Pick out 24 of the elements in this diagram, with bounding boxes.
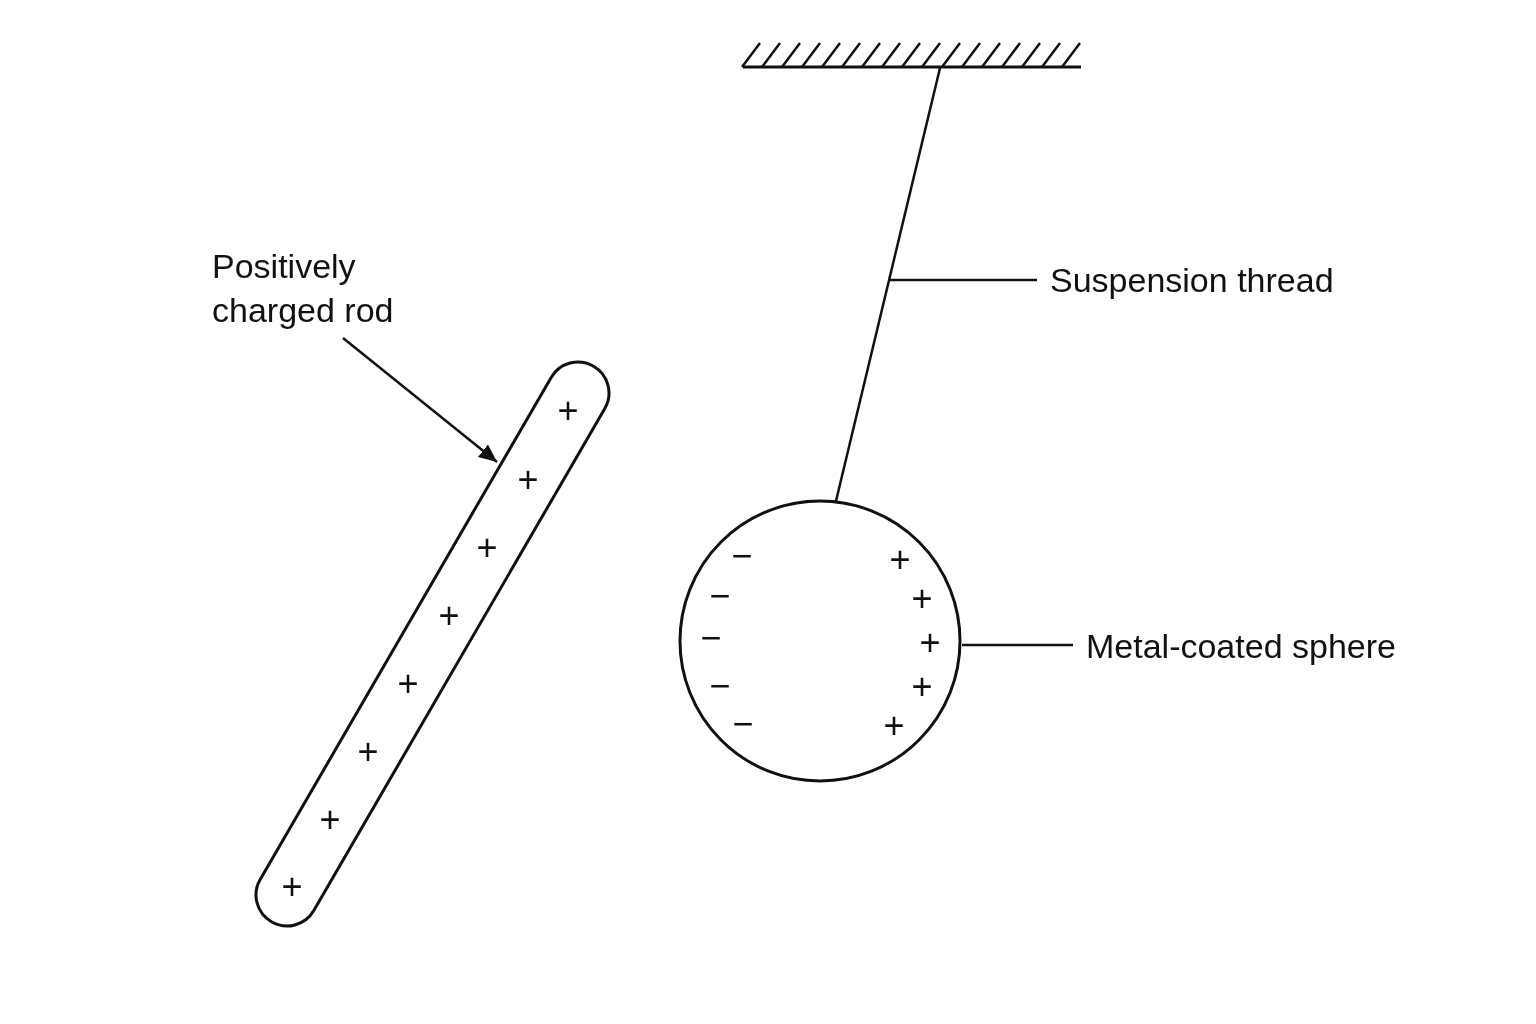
charge-sign: −: [732, 706, 754, 742]
leader-line: [890, 278, 1037, 282]
leader-line: [962, 643, 1073, 647]
charge-sign: −: [709, 668, 731, 704]
charge-sign: −: [709, 578, 731, 614]
charge-sign: +: [919, 625, 941, 661]
charge-sign: +: [357, 734, 379, 770]
label-text: Positively charged rod: [212, 246, 395, 331]
leader-arrow: [342, 337, 498, 463]
charge-sign: +: [397, 666, 419, 702]
charge-sign: +: [911, 581, 933, 617]
charge-sign: −: [700, 620, 722, 656]
charge-sign: +: [911, 669, 933, 705]
charge-sign: +: [517, 462, 539, 498]
charge-sign: +: [889, 542, 911, 578]
label-text: Suspension thread: [1050, 260, 1335, 301]
label-text: Metal-coated sphere: [1086, 626, 1397, 667]
charge-sign: +: [476, 530, 498, 566]
charge-sign: +: [883, 708, 905, 744]
charge-sign: +: [557, 393, 579, 429]
charge-sign: +: [319, 802, 341, 838]
charge-sign: +: [438, 598, 460, 634]
charge-sign: +: [281, 869, 303, 905]
charge-sign: −: [731, 538, 753, 574]
